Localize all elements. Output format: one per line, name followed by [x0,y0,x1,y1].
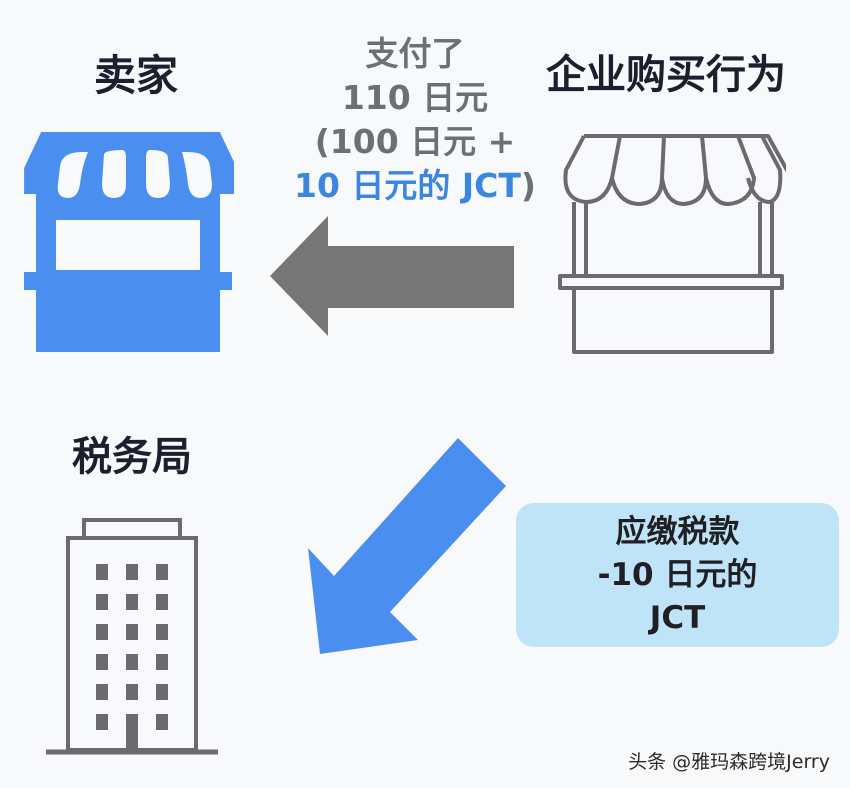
down-left-arrow-icon [308,438,506,654]
payment-line-3: (100 日元 + [314,122,516,161]
seller-title: 卖家 [94,51,179,100]
tax-payable-box: 应缴税款 -10 日元的 JCT [516,503,839,647]
shop-filled-icon [24,132,234,352]
office-building-icon [46,518,218,755]
jct-amount: 10 日元的 JCT [293,166,521,205]
payment-line-4: 10 日元的 JCT) [270,164,560,208]
tax-office-title: 税务局 [72,434,192,480]
buyer-title: 企业购买行为 [546,52,786,98]
payment-line-2: 110 日元 [341,78,489,117]
tax-box-line-1: 应缴税款 [615,514,740,550]
payment-line-1: 支付了 [365,34,465,73]
watermark: 头条 @雅玛森跨境Jerry [628,751,830,773]
left-arrow-icon [270,216,514,336]
tax-box-line-2: -10 日元的 [597,557,758,593]
closing-paren: ) [520,166,536,205]
tax-box-line-3: JCT [649,600,706,636]
payment-description: 支付了 110 日元 (100 日元 + 10 日元的 JCT) [270,32,560,208]
shop-outline-icon [558,134,786,354]
